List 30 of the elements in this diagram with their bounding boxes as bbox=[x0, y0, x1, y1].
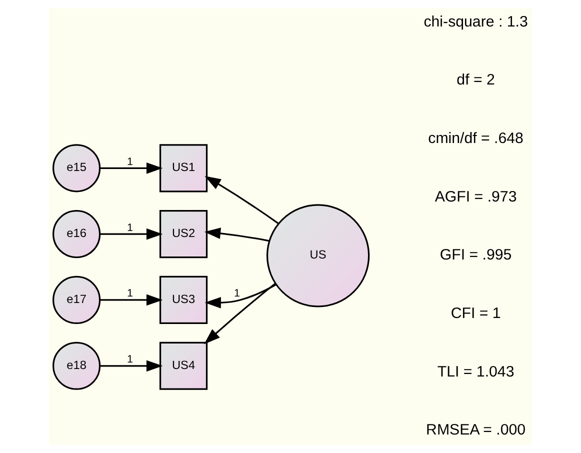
arrow bbox=[204, 282, 276, 344]
arrow bbox=[100, 294, 163, 306]
arrow bbox=[204, 228, 270, 242]
edge-label: 1 bbox=[127, 222, 134, 234]
node-box: US1 bbox=[159, 144, 208, 192]
label: AGFI = .973 bbox=[434, 188, 517, 206]
edge-label: 1 bbox=[127, 354, 134, 366]
node-circle: e17 bbox=[52, 276, 101, 324]
edge-label: 1 bbox=[234, 288, 240, 300]
node-circle: e15 bbox=[52, 144, 101, 192]
label: CFI = 1 bbox=[450, 305, 501, 322]
label: TLI = 1.043 bbox=[437, 363, 514, 380]
label: chi-square : 1.3 bbox=[424, 13, 528, 30]
node-circle: e16 bbox=[52, 210, 101, 258]
label: df = 2 bbox=[456, 72, 495, 89]
arrow bbox=[100, 162, 163, 174]
node-box: US4 bbox=[159, 342, 208, 390]
label: cmin/df = .648 bbox=[428, 130, 524, 147]
arrow bbox=[100, 360, 163, 372]
arrow bbox=[204, 176, 279, 224]
label: RMSEA = .000 bbox=[426, 422, 526, 439]
edge-label: 1 bbox=[127, 156, 134, 168]
edge-label: 1 bbox=[127, 288, 134, 300]
label: GFI = .995 bbox=[440, 246, 512, 264]
node-circle: e18 bbox=[52, 342, 101, 390]
node-box: US3 bbox=[159, 276, 208, 324]
node-circle: US bbox=[266, 204, 370, 308]
arrow bbox=[204, 284, 276, 308]
arrow bbox=[100, 228, 163, 240]
node-box: US2 bbox=[159, 210, 208, 258]
